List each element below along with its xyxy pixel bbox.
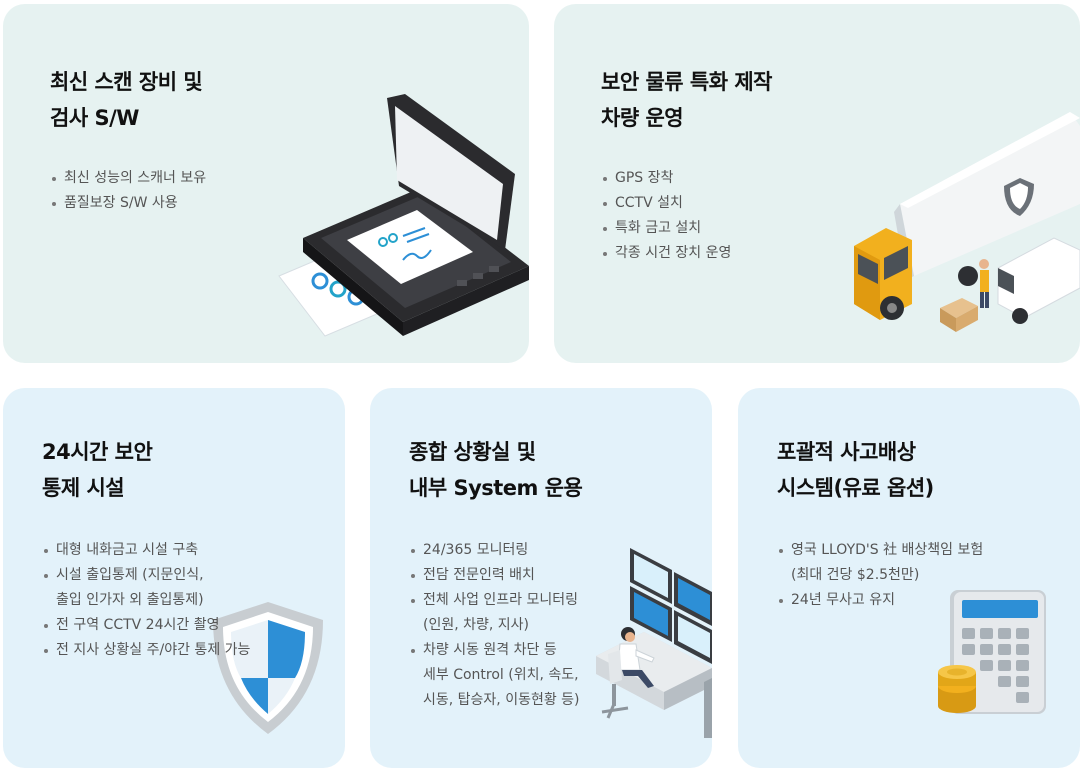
list-item: 24/365 모니터링 (409, 538, 580, 563)
shield-illustration-icon (213, 602, 323, 734)
list-item: 24년 무사고 유지 (777, 588, 983, 613)
truck-illustration-icon (854, 112, 1080, 332)
feature-card-vehicle: 보안 물류 특화 제작 차량 운영 GPS 장착 CCTV 설치 특화 금고 설… (554, 4, 1080, 363)
card-title: 24시간 보안 통제 시설 (42, 440, 153, 500)
list-item: 품질보장 S/W 사용 (50, 191, 206, 216)
list-item: 대형 내화금고 시설 구축 (42, 538, 250, 563)
list-item: 전체 사업 인프라 모니터링(인원, 차량, 지사) (409, 588, 580, 638)
list-item: 전담 전문인력 배치 (409, 563, 580, 588)
card-title: 포괄적 사고배상 시스템(유료 옵션) (777, 440, 934, 500)
list-item: GPS 장착 (601, 166, 731, 191)
list-item: 각종 시건 장치 운영 (601, 241, 731, 266)
feature-card-insurance: 포괄적 사고배상 시스템(유료 옵션) 영국 LLOYD'S 社 배상책임 보험… (738, 388, 1080, 768)
feature-list: 영국 LLOYD'S 社 배상책임 보험(최대 건당 $2.5천만) 24년 무… (777, 538, 983, 613)
scanner-illustration-icon (278, 94, 529, 337)
calculator-coins-illustration-icon (938, 590, 1046, 714)
feature-list: 24/365 모니터링 전담 전문인력 배치 전체 사업 인프라 모니터링(인원… (409, 538, 580, 713)
list-item: 영국 LLOYD'S 社 배상책임 보험(최대 건당 $2.5천만) (777, 538, 983, 588)
list-item: 전 지사 상황실 주/야간 통제 가능 (42, 638, 250, 663)
list-item: 시설 출입통제 (지문인식,출입 인가자 외 출입통제) (42, 563, 250, 613)
list-item: CCTV 설치 (601, 191, 731, 216)
list-item: 전 구역 CCTV 24시간 촬영 (42, 613, 250, 638)
control-room-illustration-icon (596, 548, 712, 738)
list-item: 특화 금고 설치 (601, 216, 731, 241)
feature-card-scanner: 최신 스캔 장비 및 검사 S/W 최신 성능의 스캐너 보유 품질보장 S/W… (3, 4, 529, 363)
feature-card-security: 24시간 보안 통제 시설 대형 내화금고 시설 구축 시설 출입통제 (지문인… (3, 388, 345, 768)
card-title: 최신 스캔 장비 및 검사 S/W (50, 70, 203, 130)
feature-card-control-room: 종합 상황실 및 내부 System 운용 24/365 모니터링 전담 전문인… (370, 388, 712, 768)
feature-list: GPS 장착 CCTV 설치 특화 금고 설치 각종 시건 장치 운영 (601, 166, 731, 266)
feature-list: 대형 내화금고 시설 구축 시설 출입통제 (지문인식,출입 인가자 외 출입통… (42, 538, 250, 663)
card-title: 보안 물류 특화 제작 차량 운영 (601, 70, 773, 130)
card-title: 종합 상황실 및 내부 System 운용 (409, 440, 583, 500)
feature-list: 최신 성능의 스캐너 보유 품질보장 S/W 사용 (50, 166, 206, 216)
list-item: 최신 성능의 스캐너 보유 (50, 166, 206, 191)
